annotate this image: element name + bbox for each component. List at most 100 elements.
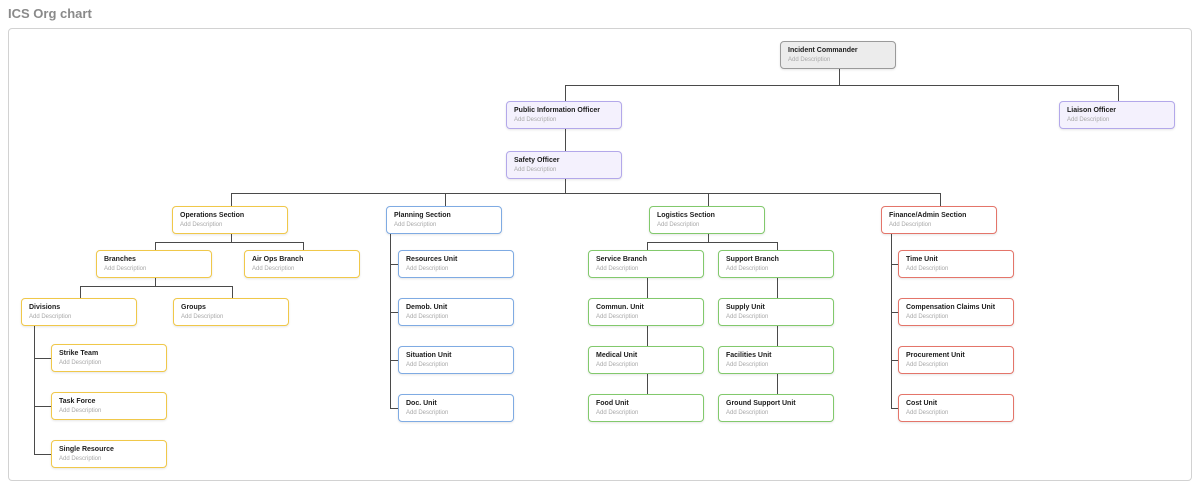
node-add-description-facilities-unit[interactable]: Add Description — [726, 362, 769, 368]
node-title-cost-unit: Cost Unit — [906, 400, 938, 407]
connector-line — [777, 374, 778, 394]
node-title-situation-unit: Situation Unit — [406, 352, 452, 359]
connector-line — [231, 234, 232, 242]
node-add-description-situation-unit[interactable]: Add Description — [406, 362, 449, 368]
node-add-description-liaison-officer[interactable]: Add Description — [1067, 117, 1110, 123]
connector-line — [80, 286, 81, 298]
connector-line — [155, 278, 156, 286]
connector-line — [231, 193, 232, 206]
node-add-description-public-information-officer[interactable]: Add Description — [514, 117, 557, 123]
connector-line — [80, 286, 233, 287]
connector-line — [891, 360, 898, 361]
node-title-public-information-officer: Public Information Officer — [514, 107, 600, 114]
node-add-description-commun-unit[interactable]: Add Description — [596, 314, 639, 320]
node-title-procurement-unit: Procurement Unit — [906, 352, 965, 359]
node-title-food-unit: Food Unit — [596, 400, 629, 407]
node-add-description-procurement-unit[interactable]: Add Description — [906, 362, 949, 368]
node-title-commun-unit: Commun. Unit — [596, 304, 644, 311]
node-add-description-service-branch[interactable]: Add Description — [596, 266, 639, 272]
node-add-description-air-ops-branch[interactable]: Add Description — [252, 266, 295, 272]
node-add-description-logistics-section[interactable]: Add Description — [657, 222, 700, 228]
node-add-description-supply-unit[interactable]: Add Description — [726, 314, 769, 320]
node-add-description-time-unit[interactable]: Add Description — [906, 266, 949, 272]
connector-line — [565, 85, 566, 101]
node-title-operations-section: Operations Section — [180, 212, 245, 219]
node-add-description-compensation-claims-unit[interactable]: Add Description — [906, 314, 949, 320]
connector-line — [891, 408, 898, 409]
node-add-description-ground-support-unit[interactable]: Add Description — [726, 410, 769, 416]
node-add-description-doc-unit[interactable]: Add Description — [406, 410, 449, 416]
connector-line — [777, 242, 778, 250]
connector-line — [390, 312, 398, 313]
node-add-description-support-branch[interactable]: Add Description — [726, 266, 769, 272]
node-add-description-resources-unit[interactable]: Add Description — [406, 266, 449, 272]
node-title-service-branch: Service Branch — [596, 256, 647, 263]
node-add-description-demob-unit[interactable]: Add Description — [406, 314, 449, 320]
connector-line — [303, 242, 304, 250]
node-add-description-task-force[interactable]: Add Description — [59, 408, 102, 414]
node-add-description-operations-section[interactable]: Add Description — [180, 222, 223, 228]
node-add-description-finance-admin-section[interactable]: Add Description — [889, 222, 932, 228]
node-add-description-incident-commander[interactable]: Add Description — [788, 57, 831, 63]
node-title-safety-officer: Safety Officer — [514, 157, 560, 164]
node-add-description-divisions[interactable]: Add Description — [29, 314, 72, 320]
node-title-planning-section: Planning Section — [394, 212, 451, 219]
node-add-description-planning-section[interactable]: Add Description — [394, 222, 437, 228]
connector-line — [390, 408, 398, 409]
connector-line — [34, 454, 51, 455]
node-add-description-single-resource[interactable]: Add Description — [59, 456, 102, 462]
node-add-description-branches[interactable]: Add Description — [104, 266, 147, 272]
node-title-compensation-claims-unit: Compensation Claims Unit — [906, 304, 996, 311]
node-add-description-food-unit[interactable]: Add Description — [596, 410, 639, 416]
connector-line — [647, 326, 648, 346]
node-add-description-safety-officer[interactable]: Add Description — [514, 167, 557, 173]
node-title-groups: Groups — [181, 304, 206, 311]
node-title-medical-unit: Medical Unit — [596, 352, 638, 359]
node-title-divisions: Divisions — [29, 304, 61, 311]
connector-line — [777, 278, 778, 298]
node-add-description-groups[interactable]: Add Description — [181, 314, 224, 320]
connector-line — [940, 193, 941, 206]
node-add-description-cost-unit[interactable]: Add Description — [906, 410, 949, 416]
node-add-description-medical-unit[interactable]: Add Description — [596, 362, 639, 368]
node-add-description-strike-team[interactable]: Add Description — [59, 360, 102, 366]
node-title-demob-unit: Demob. Unit — [406, 304, 448, 311]
connector-line — [445, 193, 446, 206]
connector-line — [565, 179, 566, 193]
connector-line — [891, 264, 898, 265]
node-title-time-unit: Time Unit — [906, 256, 938, 263]
node-title-incident-commander: Incident Commander — [788, 47, 858, 54]
